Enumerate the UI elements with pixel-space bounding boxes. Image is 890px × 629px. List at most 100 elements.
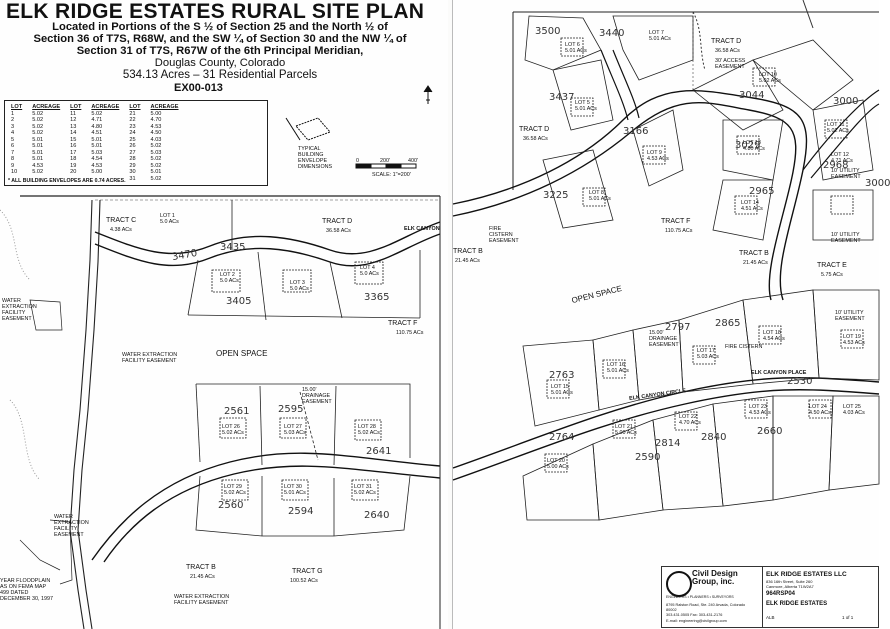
acreage-cell: 8 [11,156,15,162]
tract-d-acres: 36.58 ACs [326,228,351,234]
location-line-1: Located in Portions of the S ½ of Sectio… [52,21,388,33]
lot-acres: 4.70 ACs [679,420,701,426]
water-easement-4: WATER EXTRACTION FACILITY EASEMENT [174,594,230,606]
firm-logo-icon [666,571,692,597]
handwritten-address: 2641 [366,446,392,457]
lot-name: LOT 30 [284,484,302,490]
handwritten-address: 2797 [665,322,691,333]
handwritten-address: 3500 [535,26,561,37]
handwritten-address: 2965 [749,186,775,197]
lot-name: LOT 1 [160,213,175,219]
col-header: ACREAGE [150,104,179,110]
lot-acres: 5.02 ACs [759,78,781,84]
location-line-4: Douglas County, Colorado [154,57,286,69]
tract-d-label: TRACT D [322,218,353,225]
lot-acres: 4.53 ACs [749,410,771,416]
lot-name: LOT 21 [615,424,633,430]
r-tract-d-acres: 36.58 ACs [715,48,740,54]
acreage-table-frame [4,100,268,186]
acreage-cell: 6 [11,143,15,149]
water-easement-3: WATER EXTRACTION FACILITY EASEMENT [54,514,89,538]
handwritten-address: 3166 [623,126,649,137]
water-easement-1: WATER EXTRACTION FACILITY EASEMENT [2,298,37,322]
lot-acres: 5.0 ACs [360,271,379,277]
acreage-cell: 5.00 [91,169,103,175]
lot-acres: 5.0 ACs [220,278,239,284]
scale-text: SCALE: 1"=200' [372,172,411,178]
lot-name: LOT 28 [358,424,376,430]
tract-g-acres: 100.52 ACs [290,578,318,584]
handwritten-address: 3437 [549,92,575,103]
lot-acres: 5.02 ACs [827,128,849,134]
lot-name: LOT 29 [224,484,242,490]
location-line-3: Section 31 of T7S, R67W of the 6th Princ… [76,45,364,57]
lot-acres: 5.01 ACs [649,36,671,42]
road-label: ELK CANYON [404,226,440,232]
acreage-cell: 4.70 [150,117,162,123]
lot-name: LOT 14 [741,200,759,206]
r-tract-d-label: TRACT D [711,38,742,45]
handwritten-address: 3365 [364,292,390,303]
lot-acres: 5.01 ACs [565,48,587,54]
lot-acres: 5.02 ACs [222,430,244,436]
lot-acres: 5.03 ACs [697,354,719,360]
acreage-cell: 27 [129,149,136,156]
acreage-cell: 15 [70,136,77,143]
right-plan-linework [452,0,880,521]
acreage-cell: 4.53 [91,162,103,169]
lot-name: LOT 25 [843,404,861,410]
acreage-cell: 5.00 [150,110,162,117]
lot-acres: 5.02 ACs [354,490,376,496]
handwritten-address: 2814 [655,438,681,449]
right-sheet: TRACT D 36.58 ACs TRACT D 36.58 ACs TRAC… [452,0,890,629]
lot-acres: 5.01 ACs [575,106,597,112]
handwritten-address: 2590 [635,452,661,463]
handwritten-address: 3440 [599,28,625,39]
plan-title: ELK RIDGE ESTATES RURAL SITE PLAN [6,0,425,23]
acreage-cell: 5.01 [32,156,44,162]
firm-email: E-mail: engineering@civilgroup.com [666,619,727,623]
r-tract-e-label: TRACT E [817,262,847,269]
acreage-cell: 5.01 [32,149,44,156]
acreage-cell: 5.02 [32,110,44,117]
acreage-cell: 16 [70,143,77,149]
envelope-note: * ALL BUILDING ENVELOPES ARE 0.74 ACRES. [8,178,126,184]
r-tract-b-acres: 21.45 ACs [455,258,480,264]
acreage-cell: 24 [129,130,136,136]
acreage-cell: 23 [129,123,136,130]
r-tract-f-label: TRACT F [661,218,691,225]
tract-f-label: TRACT F [388,320,418,327]
lot-name: LOT 6 [565,42,580,48]
lot-acres: 4.80 ACs [743,146,765,152]
lot-name: LOT 12 [831,152,849,158]
lot-acres: 5.01 ACs [551,390,573,396]
acreage-cell: 5.02 [150,143,162,149]
road-place-label: ELK CANYON PLACE [751,370,807,376]
lot-name: LOT 7 [649,30,664,36]
location-line-2: Section 36 of T7S, R68W, and the SW ¼ of… [33,33,407,45]
acreage-cell: 5.03 [150,149,162,156]
acreage-cell: 9 [11,162,15,169]
acreage-cell: 4.80 [91,123,103,130]
r-tract-d2-label: TRACT D [519,126,550,133]
scale-bar [355,163,417,169]
